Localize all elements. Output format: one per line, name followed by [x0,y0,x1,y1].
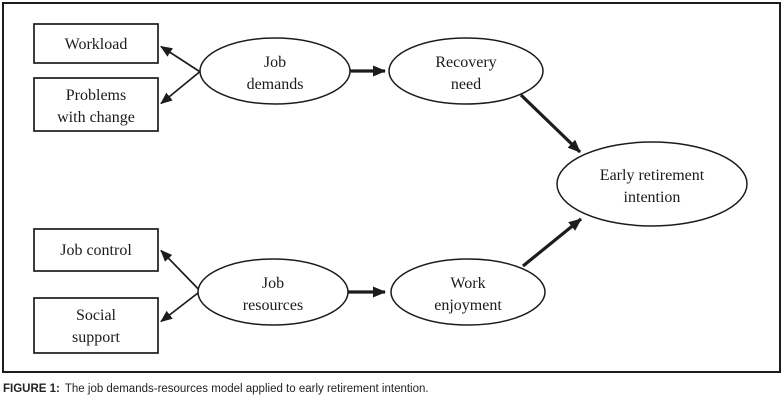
early-retirement-intention-label-line2: intention [624,189,681,206]
early-retirement-intention-ellipse [556,141,748,227]
problems-with-change-label-line1: Problems [66,87,126,104]
job-demands-label-line1: Job [264,54,286,71]
job-demands-label-line2: demands [247,76,304,93]
work-enjoyment-label-line2: enjoyment [434,297,502,314]
recovery-need-ellipse [388,37,544,105]
workload-box [33,23,159,64]
arrow-recovery-need-to-early-retirement-intention [519,93,582,154]
social-support-label-line2: support [72,329,121,346]
figure-caption-number: FIGURE 1: [3,383,60,395]
job-resources-ellipse [197,258,349,326]
figure-caption: FIGURE 1: The job demands-resources model… [3,382,781,397]
recovery-need-label-line1: Recovery [435,54,496,71]
social-support-label-line1: Social [76,307,117,324]
job-demands-ellipse [199,37,351,105]
job-resources-label-line2: resources [243,297,303,314]
job-resources-label-line1: Job [262,275,284,292]
problems-with-change-box [33,77,159,132]
job-control-label: Job control [60,242,132,259]
work-enjoyment-ellipse [390,258,546,326]
figure-caption-text: The job demands-resources model applied … [64,383,429,395]
arrow-work-enjoyment-to-early-retirement-intention [521,217,583,268]
problems-with-change-label-line2: with change [57,109,135,126]
job-control-box [33,228,159,272]
work-enjoyment-label-line1: Work [450,275,485,292]
recovery-need-label-line2: need [451,76,481,93]
workload-label: Workload [65,36,128,53]
early-retirement-intention-label-line1: Early retirement [600,167,705,184]
social-support-box [33,297,159,354]
